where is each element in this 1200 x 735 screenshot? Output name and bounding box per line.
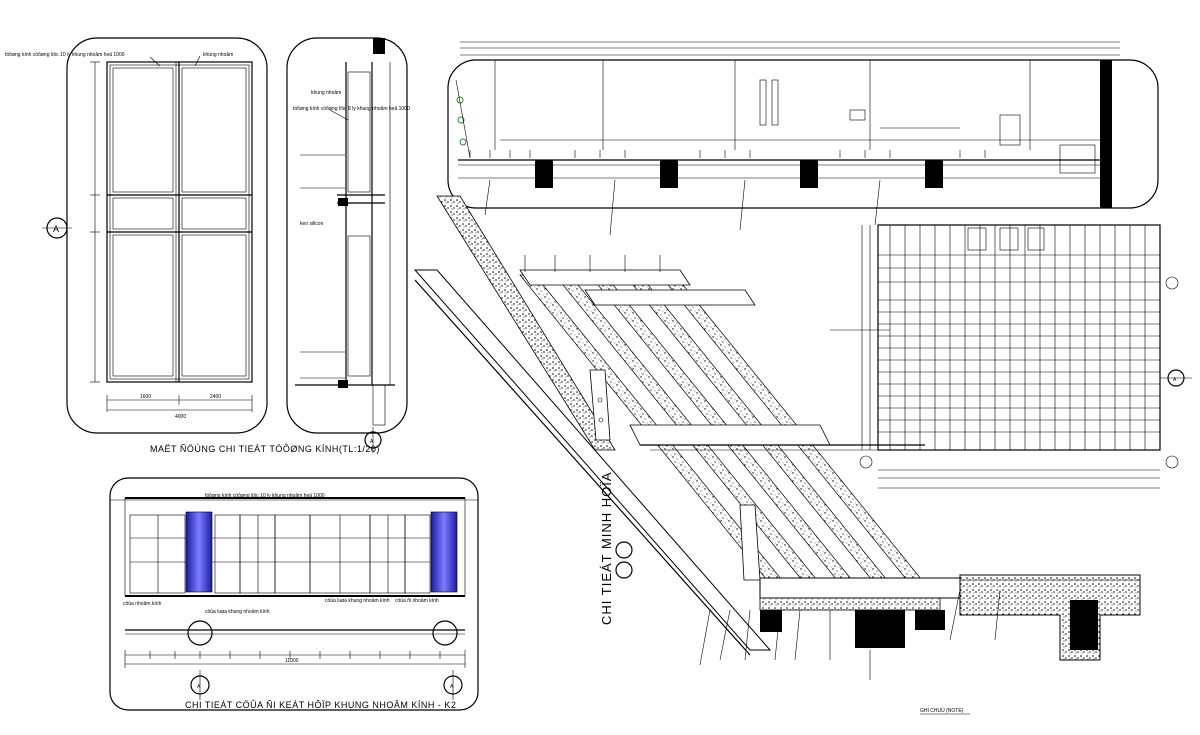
section-marker-left: A — [42, 217, 72, 239]
section-marker-label: A — [197, 684, 201, 690]
dim-door-right: 2400 — [210, 394, 221, 400]
beam-section-panel — [447, 41, 1159, 236]
section-marker-right: A — [1160, 369, 1192, 387]
frame-top-label: khung nhoâm — [311, 90, 341, 96]
bottom-note-3: cöûa luøa khung nhoâm kính — [325, 598, 390, 604]
column-right — [430, 511, 458, 593]
aluminum-frame-label: khung nhoâm — [203, 52, 233, 58]
frame-detail-panel: töôøng kính cöôøng löïc 10 ly khung nhoâ… — [109, 477, 479, 711]
section-marker-label: A — [450, 684, 454, 690]
bottom-note-4: cöûa ñi nhoâm kính — [395, 598, 439, 604]
section-marker-frame-right: A — [443, 670, 463, 700]
section-view-panel: khung nhoâm töôøng kính cöôøng löïc 8 ly… — [286, 37, 410, 434]
glass-note-2: töôøng kính cöôøng löïc 8 ly khung nhoâm… — [293, 106, 410, 112]
section-marker-label: A — [1173, 377, 1177, 383]
dim-frame-total: 11000 — [285, 658, 299, 664]
section-marker-bottom: A — [364, 427, 382, 453]
door-elevation-title: MAËT ÑÖÙNG CHI TIEÁT TÖÔØNG KÍNH(TL:1/20… — [150, 444, 380, 454]
column-left — [185, 511, 213, 593]
bottom-note-2: cöûa luøa khung nhoâm kính — [205, 609, 270, 615]
bottom-note-1: cöûa nhoâm kính — [123, 601, 162, 607]
dim-door-left: 1600 — [140, 394, 151, 400]
door-elevation-panel: 1600 2400 4000 töôøng kính cöôøng löïc 1… — [5, 37, 268, 434]
panel-note: töôøng kính cöôøng löïc 10 ly khung nhoâ… — [205, 493, 325, 499]
frame-detail-title: CHI TIEÁT CÖÛA ÑI KEÁT HÔÏP KHUNG NHOÂM … — [185, 700, 456, 710]
section-marker-label: A — [370, 439, 374, 445]
illustration-3d — [413, 195, 1141, 680]
frame-bottom-label: keo silicon — [300, 221, 324, 227]
grid-plan-panel — [830, 224, 1161, 489]
dim-ticks — [124, 650, 466, 668]
illustration-title: CHI TIEÁT MINH HOÏA — [599, 471, 614, 625]
glass-grid — [129, 514, 431, 594]
glass-note: töôøng kính cöôøng löïc 10 ly khung nhoâ… — [5, 52, 125, 58]
dim-door-total: 4000 — [175, 414, 186, 420]
section-marker-label: A — [53, 224, 60, 234]
section-marker-frame-left: A — [190, 670, 210, 700]
note-title: GHI CHUÙ (NOTE) — [920, 707, 964, 714]
